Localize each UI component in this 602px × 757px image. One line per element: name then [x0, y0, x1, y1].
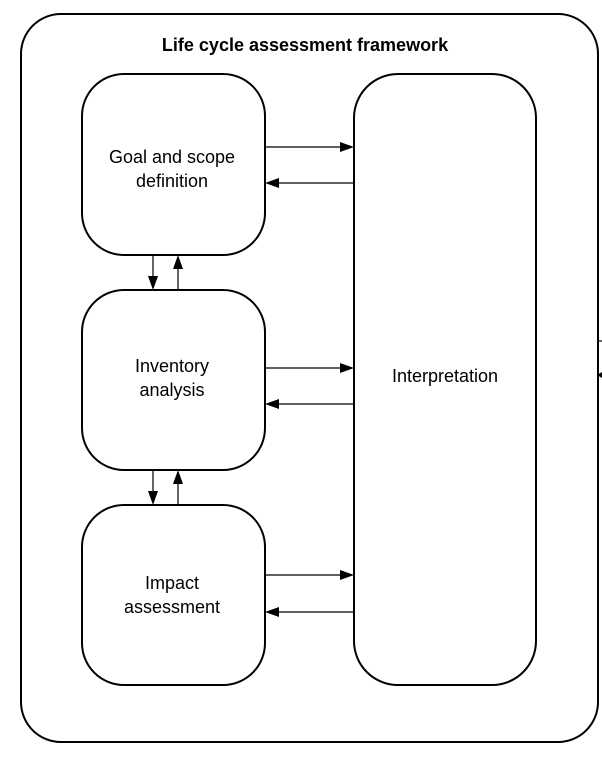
arrow-impact-to-inventory	[173, 470, 183, 505]
node-interpretation: Interpretation	[353, 73, 537, 686]
interpretation-box	[353, 73, 537, 686]
interpretation-label: Interpretation	[392, 366, 498, 386]
arrow-goal-to-interpretation	[265, 142, 354, 152]
arrow-impact-to-interpretation	[265, 570, 354, 580]
inventory-box	[81, 289, 266, 471]
arrow-inventory-to-interpretation	[265, 363, 354, 373]
arrow-interpretation-to-inventory	[265, 399, 354, 409]
diagram-title: Life cycle assessment framework	[162, 35, 449, 55]
impact-label-line-1: Impact	[145, 573, 199, 593]
arrow-interpretation-to-impact	[265, 607, 354, 617]
node-goal-and-scope: Goal and scope definition	[81, 73, 266, 256]
arrow-interpretation-to-goal	[265, 178, 354, 188]
arrow-goal-to-inventory	[148, 255, 158, 290]
node-impact-assessment: Impact assessment	[81, 504, 266, 686]
arrow-inventory-to-goal	[173, 255, 183, 290]
impact-box	[81, 504, 266, 686]
impact-label-line-2: assessment	[124, 597, 220, 617]
framework-frame	[20, 13, 599, 743]
arrow-inventory-to-impact	[148, 470, 158, 505]
inventory-label-line-2: analysis	[139, 380, 204, 400]
node-inventory-analysis: Inventory analysis	[81, 289, 266, 471]
goal-box	[81, 73, 266, 256]
goal-label-line-2: definition	[136, 171, 208, 191]
external-connector-stub	[597, 340, 602, 378]
inventory-label-line-1: Inventory	[135, 356, 209, 376]
goal-label-line-1: Goal and scope	[109, 147, 235, 167]
